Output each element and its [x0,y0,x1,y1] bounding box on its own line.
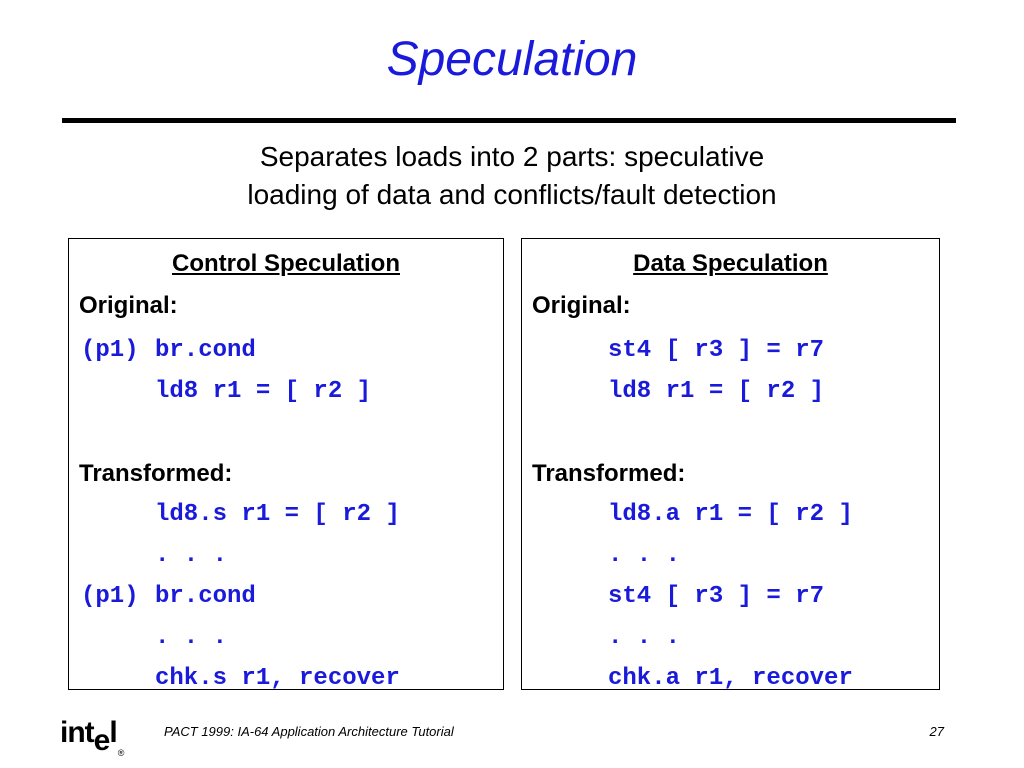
data-transformed-instr-5: chk.a r1, recover [608,665,853,692]
control-transformed-instr-5: chk.s r1, recover [155,665,400,692]
control-transformed-pred-3: (p1) [81,583,139,610]
subtitle-line-2: loading of data and conflicts/fault dete… [247,179,777,210]
registered-mark: ® [117,748,125,758]
data-original-instr-1: st4 [ r3 ] = r7 [608,337,825,364]
control-transformed-label: Transformed: [79,460,233,487]
data-transformed-label: Transformed: [532,460,686,487]
data-transformed-instr-1: ld8.a r1 = [ r2 ] [608,501,853,528]
data-transformed-instr-2: . . . [608,542,681,569]
control-transformed-instr-2: . . . [155,542,228,569]
control-speculation-heading: Control Speculation [172,250,400,277]
subtitle-line-1: Separates loads into 2 parts: speculativ… [259,141,765,172]
control-transformed-instr-1: ld8.s r1 = [ r2 ] [155,501,400,528]
data-speculation-heading: Data Speculation [633,250,828,277]
slide-title: Speculation [386,33,638,86]
title-divider [62,118,956,123]
data-transformed-instr-3: st4 [ r3 ] = r7 [608,583,825,610]
control-original-label: Original: [79,292,178,319]
data-original-instr-2: ld8 r1 = [ r2 ] [608,378,825,405]
data-original-label: Original: [532,292,631,319]
control-original-instr-1: br.cond [155,337,256,364]
data-transformed-instr-4: . . . [608,624,681,651]
control-original-pred-1: (p1) [81,337,139,364]
control-transformed-instr-3: br.cond [155,583,256,610]
data-speculation-panel: Data Speculation Original: st4 [ r3 ] = … [521,238,940,692]
control-transformed-instr-4: . . . [155,624,228,651]
subtitle: Separates loads into 2 parts: speculativ… [0,138,1024,214]
control-original-instr-2: ld8 r1 = [ r2 ] [155,378,372,405]
intel-logo: intel® [60,716,125,758]
control-speculation-panel: Control Speculation Original: (p1) br.co… [68,238,504,692]
page-number: 27 [929,724,944,739]
footer-text: PACT 1999: IA-64 Application Architectur… [164,724,454,739]
